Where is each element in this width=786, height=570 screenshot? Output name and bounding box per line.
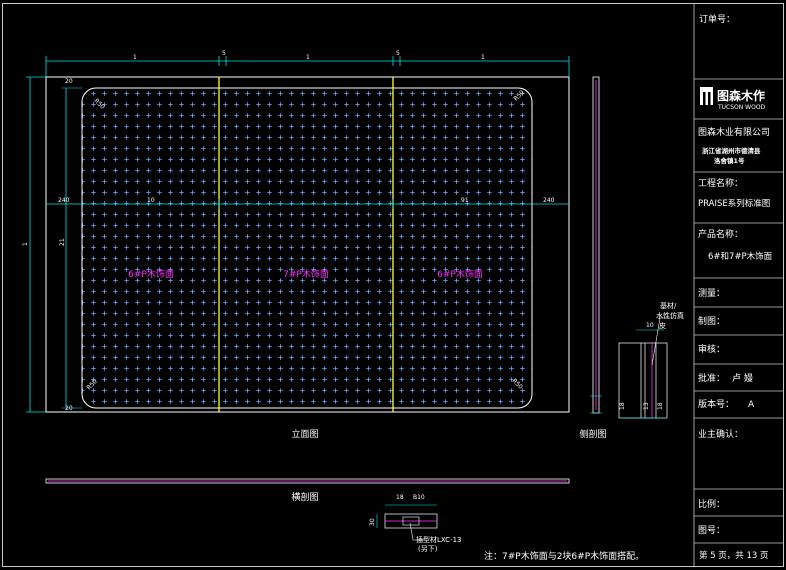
dim-text: 10 xyxy=(147,197,155,204)
version-value: A xyxy=(748,400,755,410)
approve-value: 卢 嫚 xyxy=(732,372,753,384)
scale-label: 比例： xyxy=(698,498,725,510)
order-no-label: 订单号： xyxy=(699,13,735,25)
dim-text: 1 xyxy=(22,242,29,246)
dim-text: 5 xyxy=(222,50,226,57)
draw-label: 制图： xyxy=(698,315,725,327)
cross-callout-leader xyxy=(409,522,424,541)
dim-text: 20 xyxy=(65,405,73,412)
company-address: 浙江省湖州市德清县 xyxy=(702,146,761,155)
cross-section-title: 横剖图 xyxy=(291,491,318,503)
dim-text: 240 xyxy=(58,197,70,204)
cross-section-view: 横剖图 18 B10 30 插型材LXC-13 (另下) xyxy=(45,478,570,553)
dim-text: 13 xyxy=(643,402,650,410)
cross-section-strip xyxy=(45,478,570,484)
elevation-view: 1 5 1 5 1 1 21 240 240 10 91 20 20 R50 R… xyxy=(22,50,570,440)
title-block xyxy=(693,4,783,566)
logo-mark-icon xyxy=(700,87,713,105)
company-address: 洛舍镇1号 xyxy=(714,156,745,165)
elevation-title: 立面图 xyxy=(291,428,318,440)
dim-text: 1 xyxy=(481,54,485,61)
panel-label-middle: 7#P木饰面 xyxy=(283,268,329,280)
drawing-frame xyxy=(2,3,784,567)
logo-cn: 图森木作 xyxy=(717,88,765,103)
survey-label: 测量： xyxy=(698,288,725,299)
side-section-view: 侧剖图 基材/ 水性仿真 皮 10 18 13 18 xyxy=(579,76,684,440)
dim-text: 91 xyxy=(461,197,469,204)
review-label: 审核： xyxy=(698,343,725,355)
dim-text: 240 xyxy=(543,197,555,204)
approve-label: 批准： xyxy=(698,372,725,384)
logo-en: TUCSON WOOD xyxy=(717,104,766,111)
project-value: PRAISE系列标准图 xyxy=(698,198,770,209)
panel-label-left: 6#P木饰面 xyxy=(128,268,174,280)
drawing-note: 注：7#P木饰面与2块6#P木饰面搭配。 xyxy=(484,550,644,562)
dim-text: 30 xyxy=(369,518,376,526)
project-label: 工程名称： xyxy=(698,177,743,189)
dim-text: B10 xyxy=(413,494,425,501)
version-label: 版本号： xyxy=(698,398,734,410)
side-callout-text: 水性仿真 xyxy=(656,311,684,320)
dim-text: 20 xyxy=(65,78,73,85)
dim-text: 18 xyxy=(619,402,626,410)
company-logo: 图森木作 TUCSON WOOD xyxy=(700,87,766,111)
side-callout-text: 皮 xyxy=(659,321,666,330)
product-value: 6#和7#P木饰面 xyxy=(708,251,773,262)
cross-callout-text: 插型材LXC-13 xyxy=(416,535,462,544)
drawing-no-label: 图号： xyxy=(698,525,725,536)
dim-text: 5 xyxy=(396,50,400,57)
panel-label-right: 6#P木饰面 xyxy=(437,268,483,280)
side-callout-text: 基材/ xyxy=(660,301,677,310)
cross-detail-profile xyxy=(402,516,420,526)
company-name: 图森木业有限公司 xyxy=(698,126,770,138)
page-indicator: 第 5 页，共 13 页 xyxy=(699,550,769,561)
dim-text: 10 xyxy=(646,322,654,329)
owner-label: 业主确认： xyxy=(698,428,743,440)
elevation-inner-panel xyxy=(81,87,533,409)
product-label: 产品名称： xyxy=(698,228,743,240)
dim-text: 18 xyxy=(657,402,664,410)
dim-text: 21 xyxy=(59,238,66,246)
dim-text: 18 xyxy=(396,494,404,501)
elevation-outer-board xyxy=(45,76,570,413)
dim-text: 1 xyxy=(306,54,310,61)
side-section-title: 侧剖图 xyxy=(579,428,606,440)
cross-callout-text: (另下) xyxy=(418,545,438,553)
side-callout-leader xyxy=(651,317,672,366)
dim-text: 1 xyxy=(133,54,137,61)
